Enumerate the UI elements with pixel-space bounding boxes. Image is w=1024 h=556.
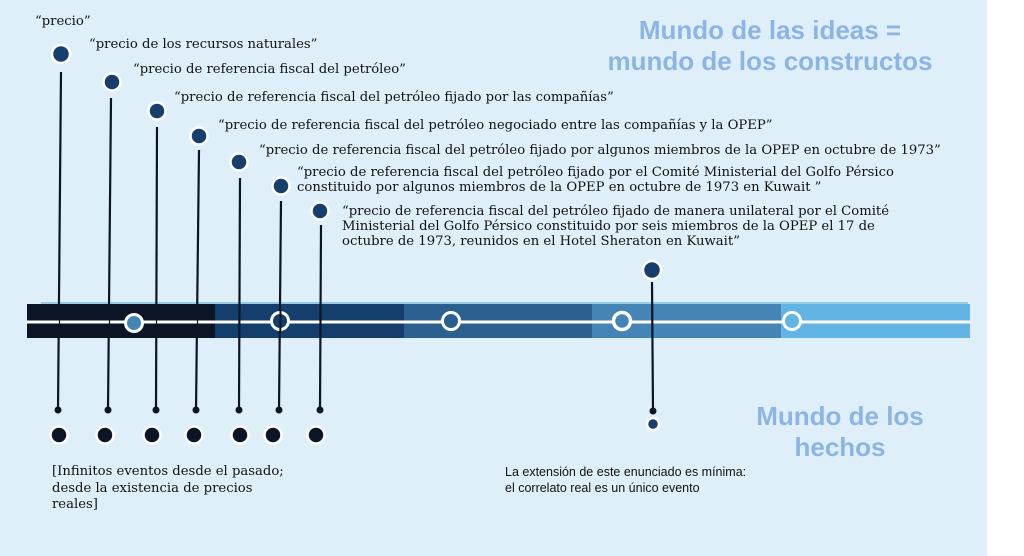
statement-5: “precio de referencia fiscal del petróle… (218, 118, 773, 133)
ideas-world-title: Mundo de las ideas = mundo de los constr… (590, 15, 950, 77)
minimal-note-line-2: el correlato real es un único evento (505, 481, 700, 495)
statement-6: “precio de referencia fiscal del petróle… (259, 143, 941, 158)
concept-dot-6 (271, 176, 291, 196)
event-dot-3 (142, 425, 162, 445)
statement-8-line-1: “precio de referencia fiscal del petróle… (342, 204, 890, 219)
statement-7-line-2: constituido por algunos miembros de la O… (297, 180, 822, 195)
concept-dot-1 (50, 43, 72, 65)
ideas-title-line-2: mundo de los constructos (607, 46, 933, 76)
statement-8: “precio de referencia fiscal del petróle… (342, 204, 889, 249)
event-dot-4 (184, 425, 204, 445)
infinite-note-line-2: desde la existencia de precios (52, 480, 253, 496)
event-dots (49, 425, 326, 445)
stems (56, 71, 655, 412)
bar-markers (124, 310, 802, 333)
statement-7-line-1: “precio de referencia fiscal del petróle… (297, 165, 894, 180)
statement-8-line-3: octubre de 1973, reunidos en el Hotel Sh… (342, 234, 740, 249)
statement-1: “precio” (35, 14, 91, 29)
concept-dot-3 (147, 101, 167, 121)
concept-dot-4 (189, 126, 209, 146)
facts-world-title: Mundo de los hechos (735, 401, 945, 463)
statement-4: “precio de referencia fiscal del petróle… (174, 90, 614, 105)
concept-dots (50, 43, 663, 281)
stem-gap-separators (58, 318, 199, 326)
facts-title-line-2: hechos (794, 432, 886, 462)
event-dot-5 (230, 425, 250, 445)
facts-title-line-1: Mundo de los (756, 401, 924, 431)
diagram-background (0, 0, 987, 556)
bar-marker-1 (124, 313, 144, 333)
infinite-events-note: [Infinitos eventos desde el pasado; desd… (52, 464, 284, 514)
event-dot-1 (49, 425, 69, 445)
bar-marker-5 (782, 311, 802, 331)
concept-dot-7 (310, 201, 330, 221)
infinite-note-line-1: [Infinitos eventos desde el pasado; (52, 464, 284, 479)
statement-3: “precio de referencia fiscal del petróle… (133, 62, 406, 77)
statement-2: “precio de los recursos naturales” (89, 37, 318, 52)
event-dot-2 (95, 425, 115, 445)
bar-marker-3 (441, 311, 461, 331)
timeline-bar (27, 304, 970, 338)
ideas-title-line-1: Mundo de las ideas = (638, 15, 902, 45)
minimal-extension-note: La extensión de este enunciado es mínima… (505, 464, 746, 496)
infinite-note-line-3: reales] (52, 497, 98, 512)
single-event-dot (645, 416, 661, 432)
event-dot-6 (263, 425, 283, 445)
statement-7: “precio de referencia fiscal del petróle… (297, 165, 894, 195)
stem-end-dots (54, 406, 657, 415)
minimal-note-line-1: La extensión de este enunciado es mínima… (505, 465, 747, 479)
event-dot-7 (306, 425, 326, 445)
concept-dot-2 (102, 72, 122, 92)
concept-dot-5 (229, 152, 249, 172)
concept-dot-8 (641, 259, 663, 281)
bar-marker-4 (611, 310, 633, 332)
statement-8-line-2: Ministerial del Golfo Pérsico constituid… (342, 219, 875, 234)
